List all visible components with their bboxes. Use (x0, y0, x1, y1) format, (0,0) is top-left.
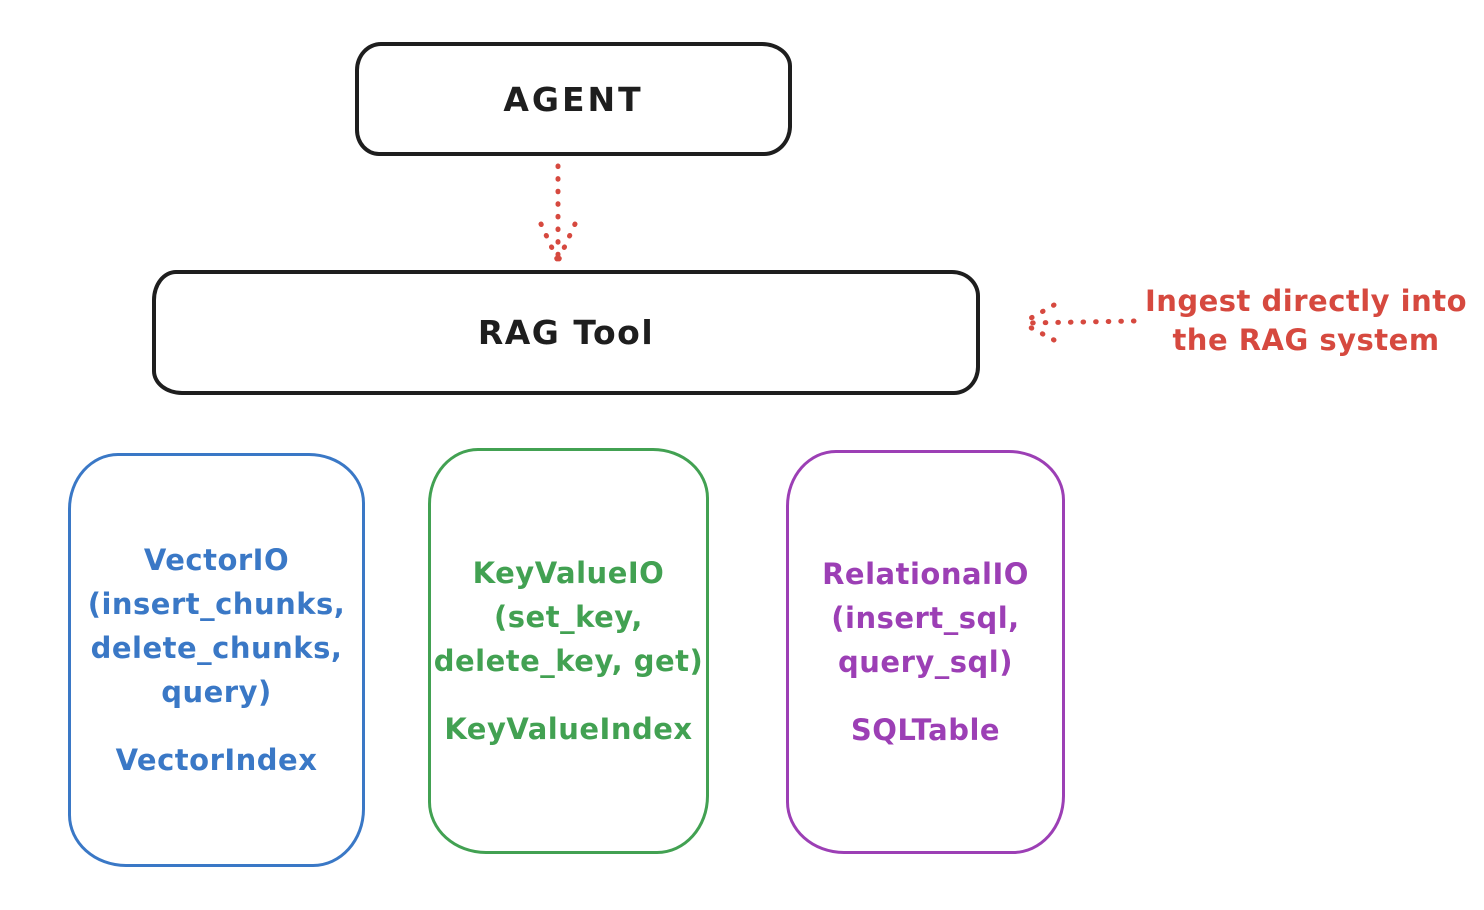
box-line: (set_key, (494, 600, 643, 634)
ingest-annotation-line1: Ingest directly into (1144, 284, 1468, 318)
annotation-to-ragtool-arrow-icon (1021, 302, 1137, 343)
box-line: (insert_chunks, (87, 587, 346, 621)
box-index-label: VectorIndex (115, 743, 318, 777)
box-line: query) (161, 675, 272, 709)
rag-tool-node: RAG Tool (152, 270, 980, 395)
box-line: KeyValueIO (472, 556, 665, 590)
agent-label: AGENT (503, 79, 644, 119)
arrow-head-left (538, 221, 560, 262)
arrow-head-bottom (1021, 321, 1057, 343)
relational-io-box: RelationalIO (insert_sql, query_sql) SQL… (786, 450, 1065, 854)
box-line: (insert_sql, (831, 601, 1020, 635)
vector-io-text: VectorIO (insert_chunks, delete_chunks, … (71, 538, 362, 782)
box-index-label: KeyValueIndex (444, 712, 693, 746)
box-line: delete_key, get) (433, 644, 704, 678)
ingest-annotation-line2: the RAG system (1172, 323, 1440, 357)
agent-to-ragtool-arrow-icon (538, 163, 578, 262)
rag-tool-label: RAG Tool (477, 313, 655, 352)
box-line: query_sql) (838, 645, 1013, 679)
agent-node: AGENT (355, 42, 792, 156)
relational-io-text: RelationalIO (insert_sql, query_sql) SQL… (789, 552, 1062, 752)
vector-io-box: VectorIO (insert_chunks, delete_chunks, … (68, 453, 365, 867)
arrow-shaft (1024, 318, 1137, 326)
box-line: VectorIO (143, 543, 290, 577)
box-line: RelationalIO (822, 557, 1029, 591)
box-index-label: SQLTable (850, 713, 1001, 747)
ingest-annotation: Ingest directly into the RAG system (1136, 282, 1476, 360)
arrow-head-top (1021, 302, 1057, 325)
key-value-io-text: KeyValueIO (set_key, delete_key, get) Ke… (431, 551, 706, 751)
key-value-io-box: KeyValueIO (set_key, delete_key, get) Ke… (428, 448, 709, 854)
arrow-head-right (556, 221, 578, 262)
box-line: delete_chunks, (90, 631, 343, 665)
